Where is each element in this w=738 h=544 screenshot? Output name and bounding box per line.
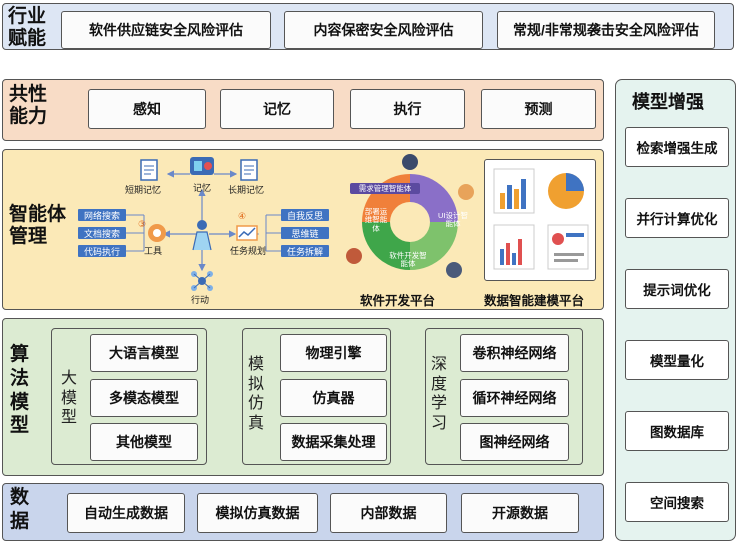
common-label: 共性能力 (9, 84, 48, 127)
enhance-graph-db[interactable]: 图数据库 (625, 411, 729, 451)
agent-core-diagram: 记忆 短期记忆 长期记忆 ③ 工具 网络搜索 文档搜索 代码执行 ④ 任务规划 … (78, 152, 338, 308)
industry-item-content-security[interactable]: 内容保密安全风险评估 (284, 11, 483, 49)
long-memory-doc-icon (240, 159, 258, 181)
memory-brain-icon (190, 157, 214, 175)
plan-self-reflection[interactable]: 自我反思 (281, 209, 329, 221)
group-simulation-label: 模拟仿真 (247, 356, 264, 432)
group-large-models-label: 大模型 (60, 370, 77, 427)
data-auto-generated[interactable]: 自动生成数据 (67, 493, 185, 533)
data-platform-charts (493, 168, 589, 270)
model-llm[interactable]: 大语言模型 (90, 334, 198, 372)
tools-gear-icon (148, 224, 166, 242)
enhance-spatial-search[interactable]: 空间搜索 (625, 482, 729, 522)
group-large-models (51, 328, 207, 465)
action-network-icon (191, 271, 213, 291)
model-multimodal[interactable]: 多模态模型 (90, 379, 198, 417)
industry-item-software-supply-chain[interactable]: 软件供应链安全风险评估 (61, 11, 271, 49)
dl-cnn[interactable]: 卷积神经网络 (460, 334, 569, 372)
enhance-quantization[interactable]: 模型量化 (625, 340, 729, 380)
data-label-text: 数据 (10, 487, 30, 532)
planning-badge: ④ (238, 211, 247, 221)
tool-web-search[interactable]: 网络搜索 (78, 209, 126, 221)
plan-task-decomposition[interactable]: 任务拆解 (281, 245, 329, 257)
sim-simulator[interactable]: 仿真器 (280, 379, 387, 417)
short-memory-doc-icon (140, 159, 158, 181)
segment-software-dev: 软件开发智能体 (389, 251, 427, 269)
short-memory-label: 短期记忆 (125, 185, 162, 195)
tools-label: 工具 (144, 246, 163, 256)
agent-label: 智能体管理 (9, 204, 67, 247)
dl-rnn[interactable]: 循环神经网络 (460, 379, 569, 417)
enhance-rag[interactable]: 检索增强生成 (625, 127, 729, 167)
enhance-parallel[interactable]: 并行计算优化 (625, 198, 729, 238)
agent-person-icon (192, 220, 212, 251)
model-other[interactable]: 其他模型 (90, 423, 198, 461)
action-label: 行动 (191, 295, 210, 305)
data-open-source[interactable]: 开源数据 (461, 493, 579, 533)
enhance-prompt[interactable]: 提示词优化 (625, 269, 729, 309)
industry-label: 行业赋能 (8, 6, 47, 49)
common-item-perception[interactable]: 感知 (88, 89, 206, 129)
common-item-execution[interactable]: 执行 (350, 89, 465, 129)
algorithm-label-text: 算法模型 (10, 344, 30, 437)
tool-doc-search[interactable]: 文档搜索 (78, 227, 126, 239)
segment-deploy-ops: 部署运维智能体 (364, 207, 388, 233)
enhance-title: 模型增强 (632, 92, 704, 112)
group-deep-learning-label: 深度学习 (430, 356, 447, 432)
planning-label: 任务规划 (230, 246, 267, 256)
common-item-memory[interactable]: 记忆 (220, 89, 334, 129)
sim-physics-engine[interactable]: 物理引擎 (280, 334, 387, 372)
software-platform-title: 软件开发平台 (360, 294, 436, 308)
common-item-prediction[interactable]: 预测 (481, 89, 596, 129)
group-deep-learning (425, 328, 583, 465)
data-simulation[interactable]: 模拟仿真数据 (197, 493, 318, 533)
data-modeling-platform[interactable] (484, 159, 596, 281)
long-memory-label: 长期记忆 (228, 185, 265, 195)
segment-requirements: 需求管理智能体 (350, 183, 420, 194)
sim-data-collection[interactable]: 数据采集处理 (280, 423, 387, 461)
data-internal[interactable]: 内部数据 (330, 493, 447, 533)
dl-gnn[interactable]: 图神经网络 (460, 423, 569, 461)
tools-badge: ③ (138, 219, 147, 229)
plan-chain-of-thought[interactable]: 思维链 (281, 227, 329, 239)
planning-chart-icon (236, 225, 258, 241)
software-platform[interactable]: 需求管理智能体 UI设计智能体 软件开发智能体 部署运维智能体 软件开发平台 (342, 152, 478, 308)
data-platform-title: 数据智能建模平台 (484, 294, 585, 308)
industry-item-attack-risk[interactable]: 常规/非常规袭击安全风险评估 (497, 11, 715, 49)
group-simulation (242, 328, 391, 465)
segment-ui-design: UI设计智能体 (438, 211, 468, 229)
algorithm-label: 算法模型 (10, 343, 54, 438)
data-label: 数据 (10, 486, 34, 534)
tool-code-exec[interactable]: 代码执行 (78, 245, 126, 257)
memory-label: 记忆 (193, 183, 212, 193)
